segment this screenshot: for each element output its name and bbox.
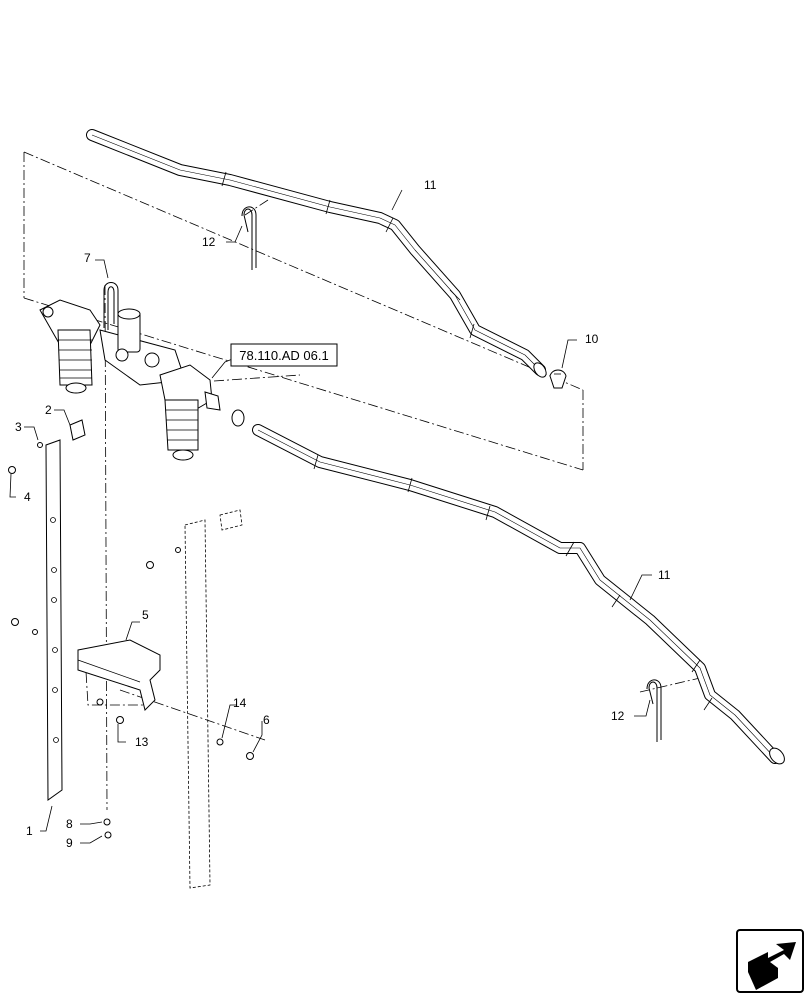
lower-tube bbox=[252, 424, 785, 765]
reference-box[interactable]: 78.110.AD 06.1 bbox=[230, 343, 338, 367]
arrow-jump-icon[interactable] bbox=[736, 929, 804, 993]
callout-4: 4 bbox=[24, 490, 31, 504]
callout-13: 13 bbox=[135, 735, 149, 749]
reference-label[interactable]: 78.110.AD 06.1 bbox=[239, 348, 328, 363]
retaining-pins bbox=[241, 206, 662, 742]
strainer-assembly bbox=[39, 282, 245, 461]
clip bbox=[549, 369, 567, 389]
callout-1: 1 bbox=[26, 824, 33, 838]
callout-9: 9 bbox=[66, 836, 73, 850]
callout-10: 10 bbox=[585, 332, 599, 346]
support-plate bbox=[77, 639, 161, 711]
callout-5: 5 bbox=[142, 608, 149, 622]
upper-tube bbox=[86, 129, 547, 378]
callout-6: 6 bbox=[263, 713, 270, 727]
reference-lines bbox=[23, 151, 701, 811]
callout-11-upper: 11 bbox=[424, 178, 437, 192]
callout-14: 14 bbox=[233, 696, 247, 710]
callout-2: 2 bbox=[45, 403, 52, 417]
callout-3: 3 bbox=[15, 420, 22, 434]
callout-12-upper: 12 bbox=[202, 235, 216, 249]
callout-12-lower: 12 bbox=[611, 709, 625, 723]
mounting-bracket bbox=[45, 439, 63, 801]
callout-labels: 11 12 7 10 2 3 4 5 11 12 14 6 13 1 8 9 bbox=[15, 178, 671, 850]
callout-7: 7 bbox=[84, 251, 91, 265]
vertical-rail bbox=[184, 509, 243, 889]
callout-11-lower: 11 bbox=[658, 568, 671, 582]
callout-8: 8 bbox=[66, 817, 73, 831]
fasteners bbox=[8, 419, 254, 839]
leader-lines bbox=[9, 189, 652, 844]
